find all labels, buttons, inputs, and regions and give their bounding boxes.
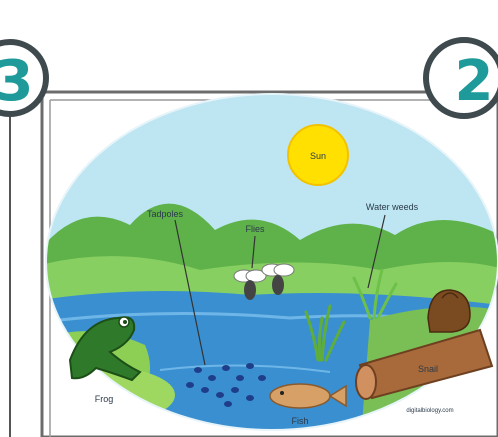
flies-label: Flies [245, 224, 265, 234]
frog-label: Frog [95, 394, 114, 404]
badge-right: 2 [426, 40, 498, 116]
credit-label: digitalbiology.com [406, 408, 453, 414]
badge-left: 3 [0, 42, 46, 114]
snail-label: Snail [418, 364, 438, 374]
snail-icon [428, 290, 470, 332]
fish-label: Fish [291, 416, 308, 426]
tadpoles-label: Tadpoles [147, 209, 184, 219]
badge-left-number: 3 [0, 49, 33, 114]
water-weeds-label: Water weeds [366, 202, 419, 212]
sun-label: Sun [310, 151, 326, 161]
badge-right-number: 2 [455, 49, 494, 114]
